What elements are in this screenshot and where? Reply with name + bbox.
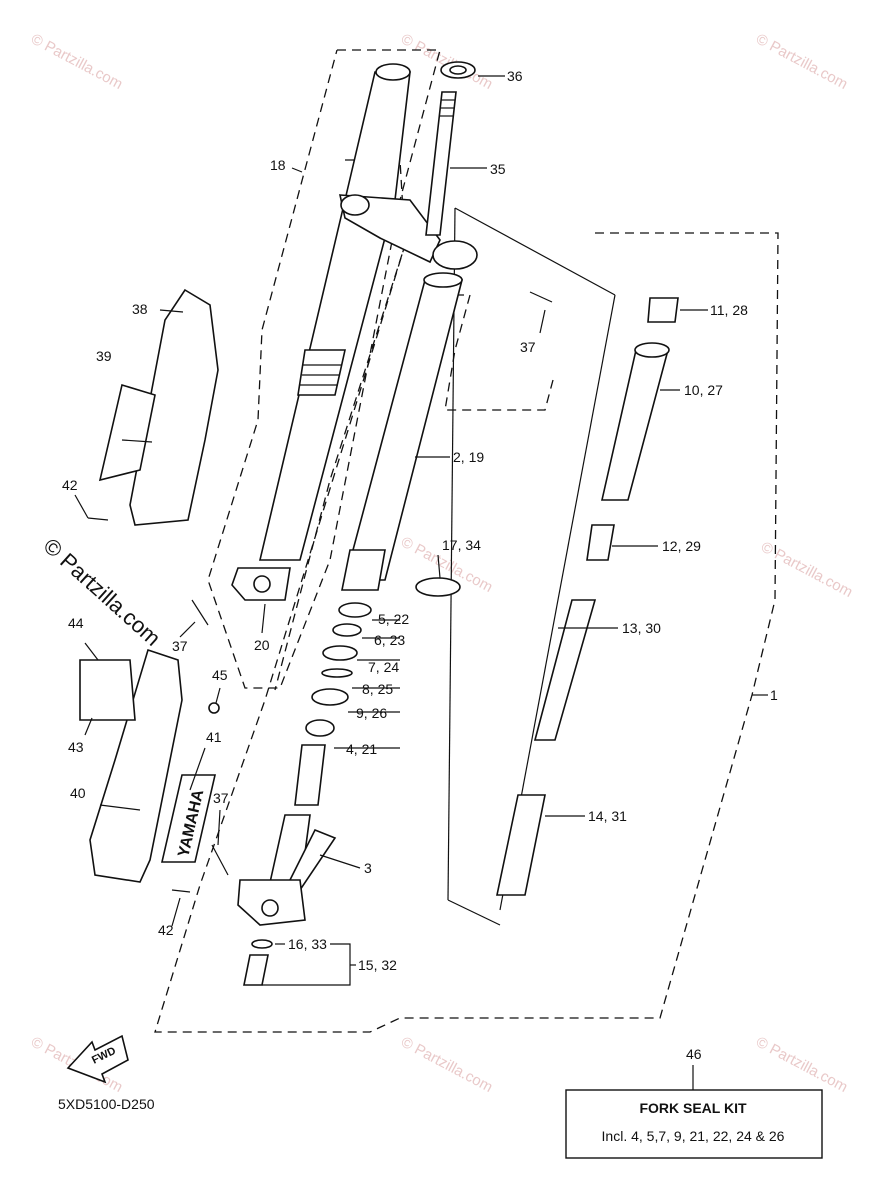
callout-45: 45 bbox=[212, 667, 228, 683]
callout-17-34: 17, 34 bbox=[442, 537, 481, 553]
oil-seal-9 bbox=[311, 688, 349, 706]
fork-seal-kit: FORK SEAL KIT Incl. 4, 5,7, 9, 21, 22, 2… bbox=[565, 1065, 823, 1159]
leader-lines bbox=[74, 75, 768, 986]
callout-15-32: 15, 32 bbox=[358, 957, 397, 973]
callout-10-27: 10, 27 bbox=[684, 382, 723, 398]
callout-44: 44 bbox=[68, 615, 84, 631]
cartridge-tube-10 bbox=[600, 349, 670, 501]
callout-36: 36 bbox=[507, 68, 523, 84]
dust-seal-17 bbox=[415, 577, 461, 597]
callout-37b: 37 bbox=[172, 638, 188, 654]
callout-41: 41 bbox=[206, 729, 222, 745]
washer-7 bbox=[322, 645, 358, 661]
drain-bolt-15 bbox=[243, 939, 273, 986]
callout-8-25: 8, 25 bbox=[362, 681, 393, 697]
callout-13-30: 13, 30 bbox=[622, 620, 661, 636]
diagram-code: 5XD5100-D250 bbox=[58, 1096, 155, 1112]
callout-4-21: 4, 21 bbox=[346, 741, 377, 757]
callout-16-33: 16, 33 bbox=[288, 936, 327, 952]
callout-38: 38 bbox=[132, 301, 148, 317]
fork-guard-lower: YAMAHA bbox=[79, 648, 217, 883]
guard-brace-44 bbox=[79, 659, 136, 721]
callout-43: 43 bbox=[68, 739, 84, 755]
cap-bolt-11 bbox=[647, 297, 679, 323]
cartridge-parts bbox=[496, 297, 679, 896]
fork-lower-leg-3 bbox=[237, 744, 337, 926]
callout-40: 40 bbox=[70, 785, 86, 801]
bushing-6 bbox=[332, 623, 362, 637]
callout-7-24: 7, 24 bbox=[368, 659, 399, 675]
outline-bolt-37 bbox=[440, 294, 554, 411]
watermark-large: © Partzilla.com bbox=[39, 533, 166, 651]
steering-stem bbox=[425, 91, 457, 236]
callout-3: 3 bbox=[364, 860, 372, 876]
fork-inner-tube bbox=[341, 272, 464, 591]
watermark: © Partzilla.com bbox=[753, 1034, 850, 1096]
callout-46: 46 bbox=[686, 1046, 702, 1062]
callout-42a: 42 bbox=[62, 477, 78, 493]
fork-guard-upper bbox=[98, 288, 219, 526]
watermark: © Partzilla.com bbox=[398, 31, 495, 93]
yamaha-decal-41 bbox=[160, 774, 217, 863]
spacer-12 bbox=[586, 524, 615, 561]
callouts: 36 35 18 11, 28 37 10, 27 2, 19 17, 34 1… bbox=[62, 68, 778, 1062]
callout-42b: 42 bbox=[158, 922, 174, 938]
spring-13 bbox=[533, 599, 597, 741]
callout-12-29: 12, 29 bbox=[662, 538, 701, 554]
callout-1: 1 bbox=[770, 687, 778, 703]
watermark: © Partzilla.com bbox=[398, 1034, 495, 1096]
callout-18: 18 bbox=[270, 157, 286, 173]
axle-holder-20 bbox=[231, 567, 291, 601]
bushing-4 bbox=[305, 719, 335, 737]
watermark: © Partzilla.com bbox=[758, 539, 855, 601]
callout-35: 35 bbox=[490, 161, 506, 177]
callout-5-22: 5, 22 bbox=[378, 611, 409, 627]
clip-8 bbox=[321, 668, 353, 678]
callout-39: 39 bbox=[96, 348, 112, 364]
callout-11-28: 11, 28 bbox=[710, 302, 748, 318]
kit-title: FORK SEAL KIT bbox=[639, 1100, 747, 1116]
callout-37a: 37 bbox=[520, 339, 536, 355]
bearing-36 bbox=[440, 61, 476, 79]
guard-decal-39 bbox=[98, 383, 156, 482]
callout-9-26: 9, 26 bbox=[356, 705, 387, 721]
watermark: © Partzilla.com bbox=[28, 31, 125, 93]
upper-triple-clamp bbox=[338, 194, 478, 270]
callout-14-31: 14, 31 bbox=[588, 808, 627, 824]
kit-includes: Incl. 4, 5,7, 9, 21, 22, 24 & 26 bbox=[602, 1128, 785, 1144]
damper-rod-14 bbox=[496, 794, 546, 896]
fwd-arrow-icon: FWD bbox=[66, 1034, 129, 1084]
bushing-5 bbox=[338, 602, 372, 618]
watermark: © Partzilla.com bbox=[753, 31, 850, 93]
outline-cartridge-1 bbox=[154, 232, 779, 1033]
fork-seals-stack bbox=[305, 577, 461, 737]
outline-18 bbox=[207, 49, 441, 689]
callout-20: 20 bbox=[254, 637, 270, 653]
callout-6-23: 6, 23 bbox=[374, 632, 405, 648]
callout-37c: 37 bbox=[213, 790, 229, 806]
bolts bbox=[87, 291, 553, 893]
callout-2-19: 2, 19 bbox=[453, 449, 484, 465]
